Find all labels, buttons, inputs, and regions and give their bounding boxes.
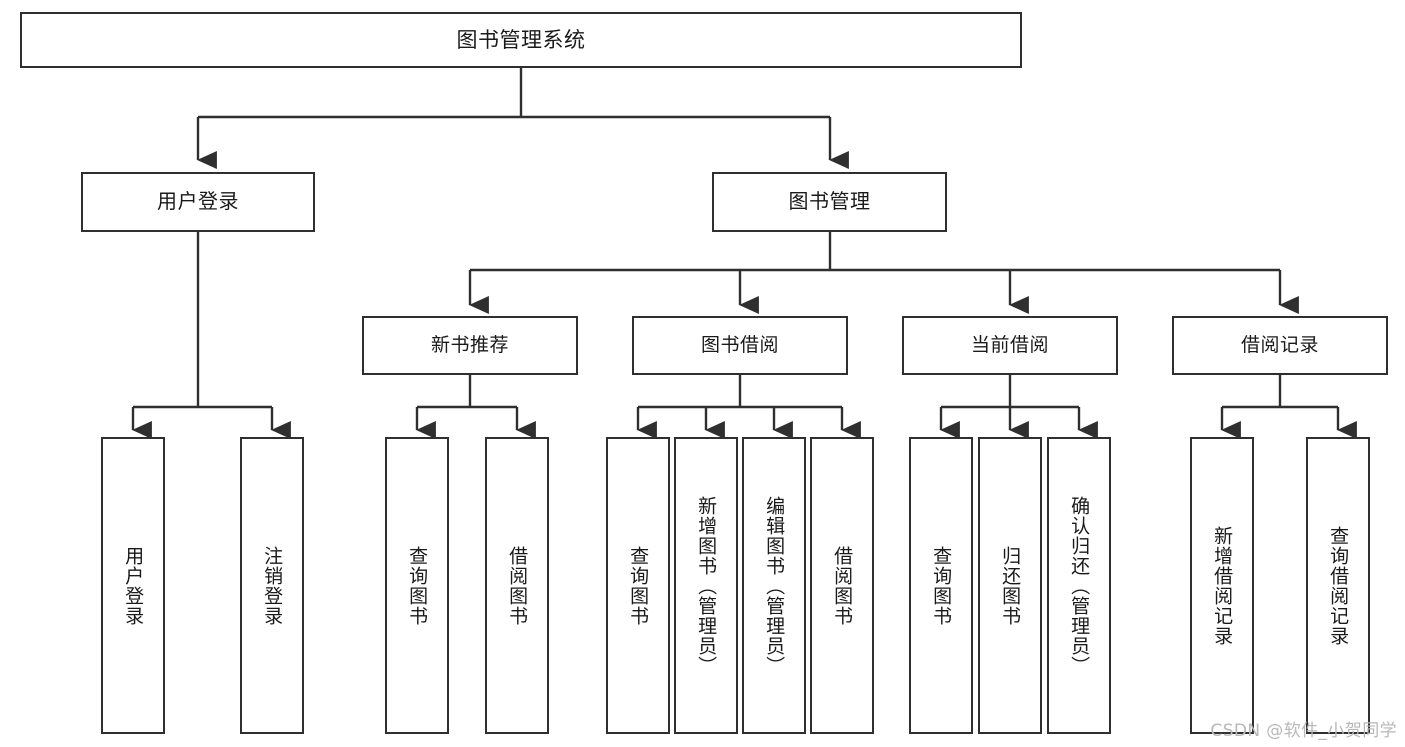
- node-label: 图书管理系统: [456, 27, 586, 52]
- node-label: 查询图书: [406, 545, 429, 626]
- node-label: 新增借阅记录: [1211, 525, 1234, 646]
- node-label: 借阅图书: [506, 545, 529, 626]
- leaf-query-book-current[interactable]: 查询图书: [909, 437, 973, 734]
- node-label: 借阅记录: [1240, 334, 1319, 357]
- leaf-query-book-recommend[interactable]: 查询图书: [385, 437, 449, 734]
- leaf-edit-book-admin[interactable]: 编辑图书（管理员）: [742, 437, 806, 734]
- leaf-borrow-book-recommend[interactable]: 借阅图书: [485, 437, 549, 734]
- node-label: 确认归还（管理员）: [1068, 495, 1091, 676]
- node-label: 编辑图书（管理员）: [763, 495, 786, 676]
- node-label: 查询图书: [627, 545, 650, 626]
- leaf-query-book-borrow[interactable]: 查询图书: [606, 437, 670, 734]
- node-label: 借阅图书: [831, 545, 854, 626]
- node-label: 图书管理: [788, 189, 871, 214]
- leaf-logout[interactable]: 注销登录: [240, 437, 304, 734]
- leaf-return-book[interactable]: 归还图书: [978, 437, 1042, 734]
- csdn-watermark: CSDN @软件_小贺同学: [1210, 721, 1397, 741]
- node-label: 图书借阅: [700, 334, 779, 357]
- node-label: 新增图书（管理员）: [695, 495, 718, 676]
- node-root-book-management-system[interactable]: 图书管理系统: [20, 12, 1022, 68]
- node-book-borrowing[interactable]: 图书借阅: [632, 316, 848, 375]
- node-label: 查询借阅记录: [1327, 525, 1350, 646]
- leaf-add-book-admin[interactable]: 新增图书（管理员）: [674, 437, 738, 734]
- leaf-query-borrow-record[interactable]: 查询借阅记录: [1306, 437, 1370, 734]
- node-borrowing-record[interactable]: 借阅记录: [1172, 316, 1388, 375]
- node-new-book-recommendation[interactable]: 新书推荐: [362, 316, 578, 375]
- node-label: 用户登录: [122, 545, 145, 626]
- node-label: 用户登录: [157, 189, 239, 214]
- node-label: 当前借阅: [970, 334, 1049, 357]
- node-label: 注销登录: [261, 545, 284, 626]
- node-label: 新书推荐: [430, 334, 509, 357]
- node-label: 查询图书: [930, 545, 953, 626]
- node-book-management[interactable]: 图书管理: [712, 172, 947, 232]
- node-current-borrowing[interactable]: 当前借阅: [902, 316, 1118, 375]
- node-label: 归还图书: [999, 545, 1022, 626]
- node-user-login[interactable]: 用户登录: [81, 172, 315, 232]
- leaf-borrow-book[interactable]: 借阅图书: [810, 437, 874, 734]
- leaf-add-borrow-record[interactable]: 新增借阅记录: [1190, 437, 1254, 734]
- leaf-user-login[interactable]: 用户登录: [101, 437, 165, 734]
- leaf-confirm-return-admin[interactable]: 确认归还（管理员）: [1047, 437, 1111, 734]
